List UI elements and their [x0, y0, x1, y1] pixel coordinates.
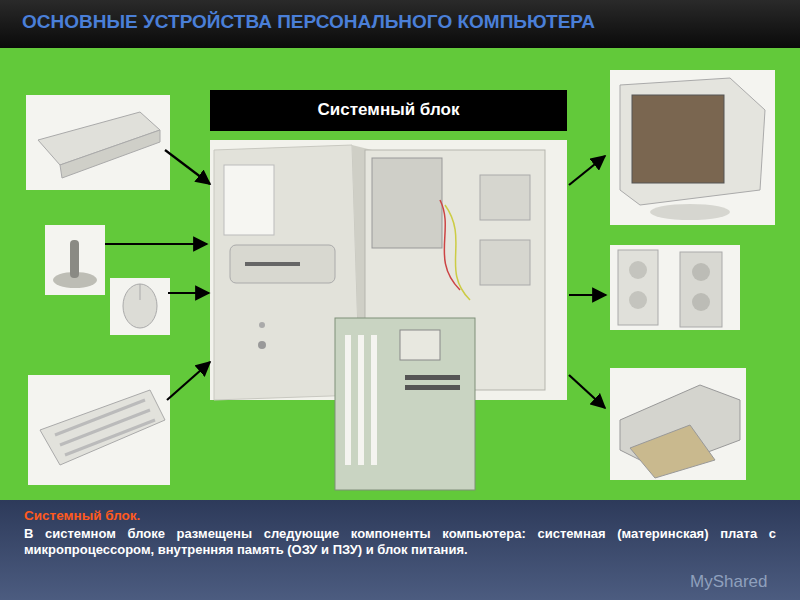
slot [358, 335, 364, 465]
title: ОСНОВНЫЕ УСТРОЙСТВА ПЕРСОНАЛЬНОГО КОМПЬЮ… [22, 11, 595, 33]
keyboard-keys [55, 400, 155, 455]
input-arrow [168, 292, 209, 294]
slot [345, 335, 351, 465]
speaker [618, 250, 658, 325]
ground [0, 48, 800, 500]
title-bar [0, 0, 800, 48]
slot [371, 335, 377, 465]
speaker-cone [692, 293, 710, 311]
speaker [680, 252, 722, 327]
monitor-screen [632, 95, 724, 183]
power-button [258, 341, 266, 349]
node-body: В системном блоке размещены следующие ко… [24, 526, 776, 559]
motherboard [335, 318, 475, 490]
arrows [105, 150, 606, 408]
cpu-socket [400, 330, 440, 360]
monitor-case [620, 78, 765, 205]
node-heading: Системный блок. [24, 508, 776, 525]
input-arrow [105, 243, 207, 245]
output-arrow [569, 156, 605, 185]
speaker-cone [629, 261, 647, 279]
output-arrow [569, 375, 605, 408]
reset-button [259, 322, 265, 328]
output-arrow [569, 294, 606, 296]
mouse-button-line [140, 284, 141, 300]
memory-slot [405, 375, 460, 380]
scanner-body [60, 130, 160, 178]
caption-band: Системный блок.В системном блоке размеще… [0, 500, 800, 600]
watermark: MyShared [690, 572, 767, 592]
printer-panel [610, 368, 746, 480]
input-arrow [165, 150, 210, 184]
joystick-stick [70, 240, 79, 278]
keyboard-panel [28, 375, 170, 485]
monitor-panel [610, 70, 775, 225]
printer-paper [630, 425, 715, 478]
speakers-panel [610, 245, 740, 330]
scanner-panel [26, 95, 170, 190]
mouse-body [123, 284, 157, 328]
floppy-bay [230, 245, 335, 283]
speaker-cone [629, 291, 647, 309]
node-heading: Системный блок [222, 99, 555, 120]
cable [445, 205, 470, 300]
monitor-stand [650, 204, 730, 220]
drive-bay [224, 165, 274, 235]
floppy-slot [245, 262, 300, 266]
drive-cage [480, 240, 530, 285]
drive-cage [480, 175, 530, 220]
joystick-panel [45, 225, 105, 295]
power-supply [372, 158, 442, 248]
system-unit-box: Системный блок [210, 90, 567, 131]
input-arrow [167, 362, 210, 400]
mouse-panel [110, 278, 170, 335]
speaker-cone [692, 263, 710, 281]
keyboard-body [40, 390, 165, 465]
memory-slot [405, 385, 460, 390]
